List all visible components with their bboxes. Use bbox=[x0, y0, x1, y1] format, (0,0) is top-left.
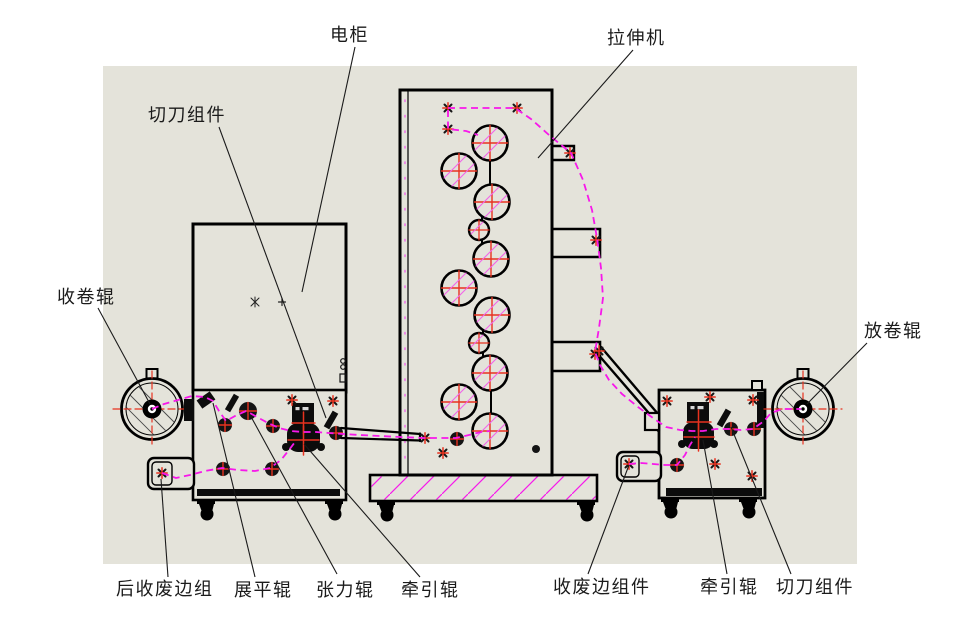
stretch-roller bbox=[471, 124, 509, 162]
label-tension-roller: 张力辊 bbox=[316, 580, 375, 600]
label-unwinding-roller: 放卷辊 bbox=[864, 321, 923, 341]
label-traction-roller-right: 牵引辊 bbox=[700, 577, 759, 597]
mount-dot bbox=[532, 445, 540, 453]
guide-point-marker bbox=[589, 233, 603, 247]
cabinet-mark bbox=[250, 296, 260, 308]
cutter-blade bbox=[716, 408, 732, 428]
label-traction-roller-left: 牵引辊 bbox=[401, 580, 460, 600]
leader-cutter-assembly-left bbox=[218, 126, 327, 419]
stretch-roller bbox=[440, 152, 478, 190]
label-winding-roller: 收卷辊 bbox=[57, 287, 116, 307]
leader-tension-roller bbox=[248, 412, 338, 575]
stretch-roller bbox=[473, 183, 511, 221]
guide-point-marker bbox=[708, 457, 722, 471]
guide-point-marker bbox=[326, 394, 340, 408]
label-waste-edge-assembly: 收废边组件 bbox=[553, 577, 651, 597]
label-stretching-machine: 拉伸机 bbox=[607, 28, 666, 48]
winder-machine bbox=[113, 222, 432, 521]
guide-point-marker bbox=[660, 394, 674, 408]
label-cutter-assembly-left: 切刀组件 bbox=[148, 105, 226, 125]
leader-stretching-machine bbox=[537, 49, 634, 159]
leader-flattening-roller bbox=[212, 402, 256, 578]
leader-electrical-cabinet bbox=[301, 46, 356, 293]
leader-unwinding-roller bbox=[806, 342, 868, 405]
tension-roller-part bbox=[238, 401, 258, 421]
cutter-blade bbox=[224, 393, 240, 413]
leader-lines bbox=[97, 46, 868, 578]
label-electrical-cabinet: 电柜 bbox=[330, 25, 369, 45]
label-rear-waste-edge-unit: 后收废边组 bbox=[116, 579, 214, 599]
stretch-roller bbox=[440, 383, 478, 421]
traction-assembly bbox=[282, 403, 325, 456]
film-web-path bbox=[151, 107, 801, 479]
stretch-roller bbox=[440, 269, 478, 307]
machine-base-hatch bbox=[371, 476, 596, 500]
leader-traction-roller-right bbox=[702, 439, 728, 575]
electrical-cabinet bbox=[191, 222, 348, 394]
leader-rear-waste-edge-unit bbox=[160, 478, 169, 578]
stretch-roller bbox=[473, 296, 511, 334]
stretching-machine bbox=[368, 88, 603, 522]
guide-point-marker bbox=[436, 446, 450, 460]
guide-point-marker bbox=[703, 390, 717, 404]
leader-traction-roller-left bbox=[303, 443, 421, 578]
label-cutter-assembly-right: 切刀组件 bbox=[776, 577, 854, 597]
cutter-blade bbox=[323, 410, 339, 430]
stretch-roller-small bbox=[467, 218, 491, 242]
guide-point-marker bbox=[746, 393, 760, 407]
label-flattening-roller: 展平辊 bbox=[234, 580, 293, 600]
stretch-roller bbox=[472, 240, 510, 278]
stretch-roller bbox=[471, 354, 509, 392]
leader-cutter-assembly-right bbox=[730, 426, 792, 575]
rear-waste-edge-unit bbox=[146, 456, 196, 491]
stretch-roller-small bbox=[467, 331, 491, 355]
guide-point-marker bbox=[285, 393, 299, 407]
guide-roller bbox=[449, 431, 465, 447]
leader-waste-edge-assembly bbox=[587, 464, 630, 575]
leader-winding-roller bbox=[97, 307, 151, 405]
